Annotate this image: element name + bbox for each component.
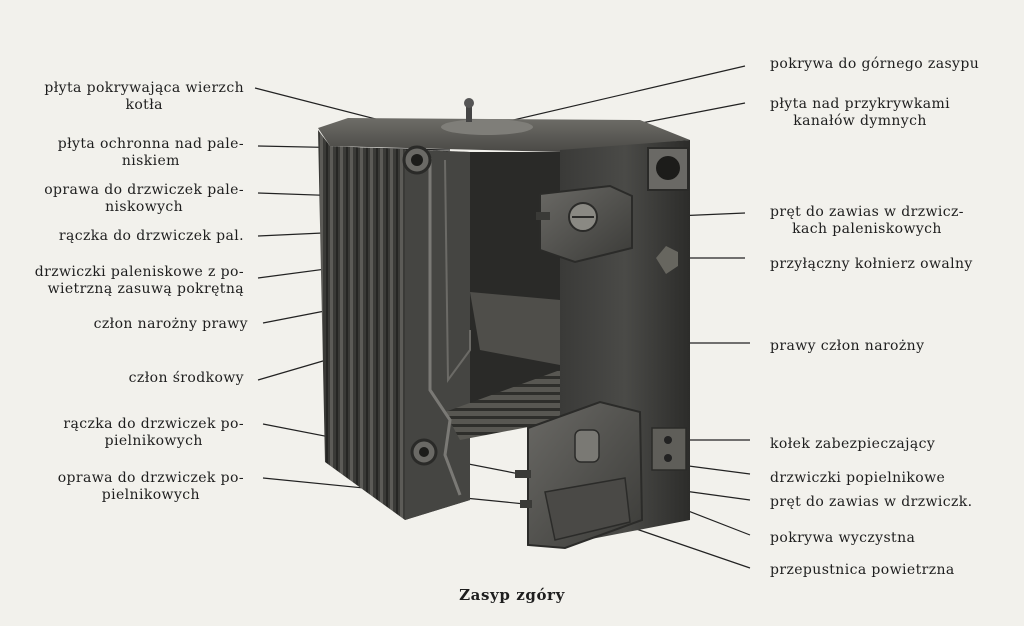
- label-line: człon narożny prawy: [93, 316, 248, 332]
- label-line: pokrywa do górnego zasypu: [770, 56, 980, 72]
- label-firing-door-frame: oprawa do drzwiczek pale- niskowych: [44, 182, 244, 216]
- label-air-damper: przepustnica powietrzna: [770, 562, 955, 579]
- label-line: przepustnica powietrzna: [770, 562, 955, 578]
- label-line: wietrzną zasuwą pokrętną: [47, 281, 244, 297]
- label-line: pielnikowych: [104, 433, 203, 449]
- label-line: oprawa do drzwiczek pale-: [44, 182, 244, 198]
- label-line: człon środkowy: [128, 370, 244, 386]
- label-line: rączka do drzwiczek po-: [63, 416, 244, 432]
- label-ash-door-frame: oprawa do drzwiczek po- pielnikowych: [58, 470, 244, 504]
- boiler-body: [318, 98, 690, 550]
- label-line: niskowych: [105, 199, 184, 215]
- label-boiler-top-plate: płyta pokrywająca wierzch kotła: [44, 80, 244, 114]
- label-middle-section: człon środkowy: [129, 370, 244, 387]
- label-ash-door-hinge-pin: pręt do zawias w drzwiczk.: [770, 494, 973, 511]
- label-cleanout-cover: pokrywa wyczystna: [770, 530, 915, 547]
- label-ash-door-handle: rączka do drzwiczek po- pielnikowych: [63, 416, 244, 450]
- label-line: płyta ochronna nad pale-: [57, 136, 244, 152]
- label-ash-door: drzwiczki popielnikowe: [770, 470, 945, 487]
- label-right-corner-section-b: prawy człon narożny: [770, 338, 924, 355]
- label-top-charging-cover: pokrywa do górnego zasypu: [770, 56, 979, 73]
- label-firebox-protective-plate: płyta ochronna nad pale- niskiem: [58, 136, 244, 170]
- label-line: pielnikowych: [101, 487, 200, 503]
- label-line: kach paleniskowych: [792, 221, 942, 237]
- label-line: pręt do zawias w drzwiczk.: [770, 494, 973, 510]
- label-line: prawy człon narożny: [770, 338, 925, 354]
- label-line: kanałów dymnych: [793, 113, 927, 129]
- label-flue-cover-plate: płyta nad przykrywkami kanałów dymnych: [770, 96, 950, 130]
- label-line: drzwiczki popielnikowe: [770, 470, 946, 486]
- label-line: kołek zabezpieczający: [770, 436, 936, 452]
- label-line: przyłączny kołnierz owalny: [770, 256, 973, 272]
- label-line: płyta pokrywająca wierzch: [44, 80, 244, 96]
- label-safety-pin: kołek zabezpieczający: [770, 436, 935, 453]
- label-line: oprawa do drzwiczek po-: [57, 470, 244, 486]
- label-line: pręt do zawias w drzwicz-: [770, 204, 964, 220]
- label-firing-door: drzwiczki paleniskowe z po- wietrzną zas…: [35, 264, 244, 298]
- label-oval-flange: przyłączny kołnierz owalny: [770, 256, 973, 273]
- label-line: pokrywa wyczystna: [770, 530, 916, 546]
- label-line: płyta nad przykrywkami: [770, 96, 950, 112]
- label-line: drzwiczki paleniskowe z po-: [34, 264, 244, 280]
- label-line: rączka do drzwiczek pal.: [58, 228, 244, 244]
- figure-caption: Zasyp zgóry: [459, 586, 565, 604]
- label-line: niskiem: [121, 153, 180, 169]
- label-firing-door-handle: rączka do drzwiczek pal.: [59, 228, 244, 245]
- label-line: kotła: [125, 97, 163, 113]
- label-right-corner-section: człon narożny prawy: [94, 316, 248, 333]
- label-firing-door-hinge-pin: pręt do zawias w drzwicz- kach palenisko…: [770, 204, 964, 238]
